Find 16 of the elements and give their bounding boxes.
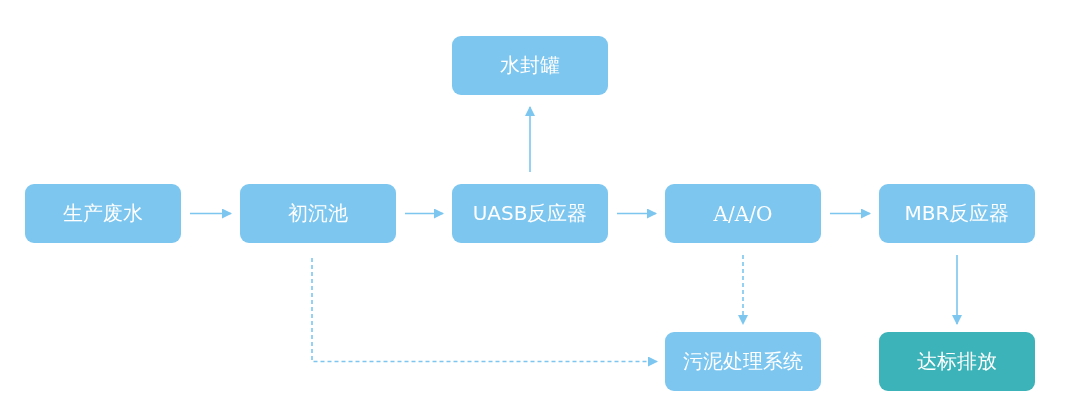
process-box: 初沉池	[240, 184, 396, 243]
arrow	[738, 254, 748, 325]
arrow	[404, 208, 444, 219]
process-box: 污泥处理系统	[665, 332, 821, 391]
process-box: 生产废水	[25, 184, 181, 243]
arrow	[829, 208, 871, 219]
process-box: UASB反应器	[452, 184, 608, 243]
arrow	[525, 106, 535, 173]
process-box: 水封罐	[452, 36, 608, 95]
arrow	[311, 257, 658, 367]
arrow	[616, 208, 657, 219]
arrow	[952, 254, 962, 325]
process-box: A/A/O	[665, 184, 821, 243]
arrow	[189, 208, 232, 219]
process-box: MBR反应器	[879, 184, 1035, 243]
process-box: 达标排放	[879, 332, 1035, 391]
